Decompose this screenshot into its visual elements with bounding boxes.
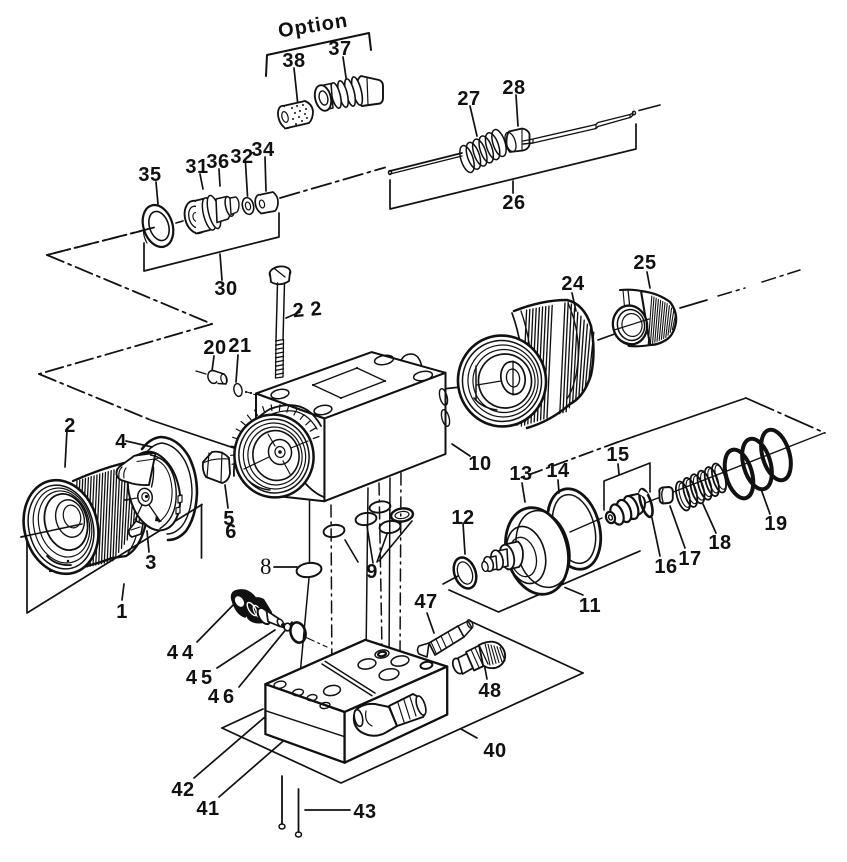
svg-text:41: 41 [196, 798, 219, 820]
svg-text:2: 2 [64, 415, 76, 437]
svg-text:12: 12 [451, 507, 474, 529]
svg-text:18: 18 [708, 532, 731, 554]
svg-text:42: 42 [171, 779, 194, 801]
svg-text:27: 27 [457, 88, 480, 110]
svg-text:20: 20 [203, 337, 226, 359]
svg-text:32: 32 [230, 146, 253, 168]
svg-text:8: 8 [260, 554, 272, 579]
svg-text:17: 17 [678, 548, 701, 570]
svg-text:1: 1 [116, 601, 128, 623]
svg-text:24: 24 [561, 273, 585, 295]
svg-text:34: 34 [251, 139, 275, 161]
svg-text:15: 15 [606, 444, 629, 466]
svg-text:16: 16 [654, 556, 677, 578]
svg-text:6: 6 [225, 521, 237, 543]
svg-text:30: 30 [214, 278, 237, 300]
svg-text:3: 3 [145, 552, 157, 574]
svg-text:31: 31 [185, 156, 208, 178]
svg-text:13: 13 [509, 463, 532, 485]
svg-text:40: 40 [483, 740, 506, 762]
svg-text:28: 28 [502, 77, 525, 99]
svg-text:35: 35 [138, 164, 161, 186]
svg-text:37: 37 [328, 38, 351, 60]
svg-text:48: 48 [478, 680, 501, 702]
svg-text:25: 25 [633, 252, 656, 274]
svg-text:47: 47 [414, 591, 437, 613]
svg-text:44: 44 [167, 642, 197, 664]
svg-text:36: 36 [206, 151, 229, 173]
svg-text:46: 46 [208, 686, 238, 708]
svg-text:9: 9 [366, 561, 378, 583]
svg-text:11: 11 [579, 595, 601, 617]
svg-text:21: 21 [228, 335, 251, 357]
svg-text:26: 26 [502, 192, 525, 214]
svg-text:38: 38 [282, 50, 305, 72]
svg-text:4: 4 [115, 431, 127, 453]
svg-text:10: 10 [468, 453, 491, 475]
svg-text:2 2: 2 2 [292, 298, 323, 322]
svg-text:43: 43 [353, 801, 376, 823]
svg-text:19: 19 [764, 513, 787, 535]
svg-text:14: 14 [546, 460, 570, 482]
